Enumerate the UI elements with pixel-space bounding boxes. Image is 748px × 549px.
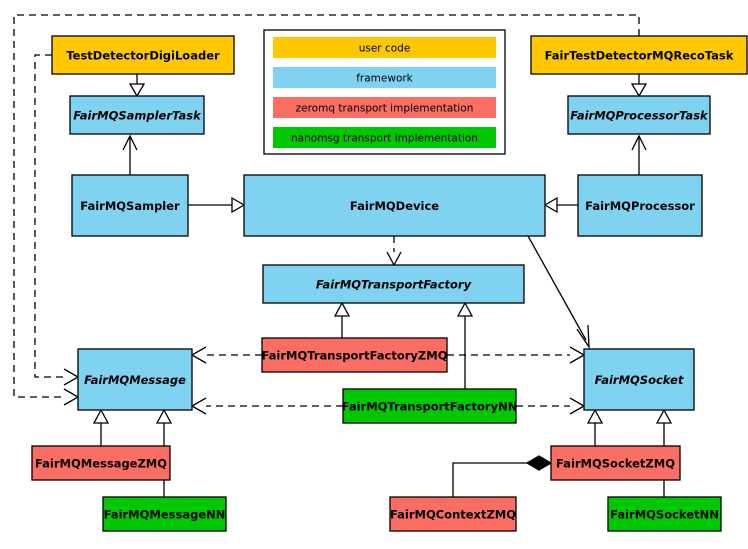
class-node-box	[583, 348, 695, 411]
legend-item-3: nanomsg transport implementation	[273, 127, 496, 148]
edge-tfzmq-to-transportfactory	[333, 301, 351, 338]
class-node-TestDetectorDigiLoader[interactable]: TestDetectorDigiLoader	[51, 35, 235, 75]
class-node-box	[389, 496, 517, 532]
class-node-FairMQProcessorTask[interactable]: FairMQProcessorTask	[567, 95, 711, 135]
legend-item-2: zeromq transport implementation	[273, 97, 496, 118]
legend-item-1: framework	[273, 67, 496, 88]
class-node-label: FairMQTransportFactoryNN	[342, 400, 518, 414]
class-node-FairMQSampler[interactable]: FairMQSampler	[71, 174, 189, 237]
edge-contextzmq-to-socketzmq	[452, 455, 553, 497]
legend-item-label: nanomsg transport implementation	[291, 133, 478, 145]
class-node-FairMQSocket[interactable]: FairMQSocket	[583, 348, 695, 411]
class-node-box	[71, 174, 189, 237]
edge-processor-to-processortask	[631, 134, 647, 175]
class-node-label: FairMQTransportFactory	[316, 278, 472, 292]
class-node-box	[262, 264, 525, 304]
class-node-label: FairMQMessageNN	[104, 508, 226, 522]
edge-device-to-socket	[527, 235, 590, 350]
class-node-label: FairMQProcessor	[585, 199, 695, 213]
class-node-FairMQSocketZMQ[interactable]: FairMQSocketZMQ	[550, 445, 681, 481]
class-node-box	[77, 348, 193, 411]
class-node-FairMQSamplerTask[interactable]: FairMQSamplerTask	[69, 95, 205, 135]
class-node-box	[261, 337, 448, 373]
edge-processor-to-device	[543, 196, 578, 214]
class-node-FairMQMessageNN[interactable]: FairMQMessageNN	[102, 496, 227, 532]
class-node-box	[530, 35, 748, 75]
legend-swatch	[273, 67, 496, 88]
legend-item-label: user code	[359, 43, 411, 55]
class-node-box	[51, 35, 235, 75]
legend-swatch	[273, 97, 496, 118]
legend-swatch	[273, 127, 496, 148]
class-node-label: FairMQSamplerTask	[73, 109, 202, 123]
legend-item-label: framework	[356, 73, 413, 85]
class-node-FairMQSocketNN[interactable]: FairMQSocketNN	[607, 496, 722, 532]
edge-messagezmq-to-message	[92, 408, 110, 446]
class-node-label: FairMQSocketNN	[610, 508, 719, 522]
class-node-FairMQMessageZMQ[interactable]: FairMQMessageZMQ	[31, 445, 171, 481]
legend-item-0: user code	[273, 37, 496, 58]
edge-tfnn-to-transportfactory	[456, 301, 474, 389]
class-node-label: FairMQContextZMQ	[390, 508, 516, 522]
edge-digiloader-to-samplertask	[128, 74, 146, 98]
class-node-FairMQTransportFactoryNN[interactable]: FairMQTransportFactoryNN	[342, 388, 518, 424]
class-node-box	[567, 95, 711, 135]
class-node-FairMQMessage[interactable]: FairMQMessage	[77, 348, 193, 411]
class-node-label: FairMQMessageZMQ	[35, 457, 167, 471]
class-node-box	[342, 388, 517, 424]
class-node-box	[31, 445, 171, 481]
class-node-label: FairMQSocket	[595, 373, 684, 387]
class-node-box	[550, 445, 681, 481]
class-node-FairMQProcessor[interactable]: FairMQProcessor	[577, 174, 703, 237]
class-node-label: FairMQProcessorTask	[570, 109, 709, 123]
class-node-box	[102, 496, 227, 532]
legend-swatch	[273, 37, 496, 58]
class-node-box	[69, 95, 205, 135]
class-node-label: TestDetectorDigiLoader	[66, 49, 220, 63]
class-node-label: FairTestDetectorMQRecoTask	[545, 49, 734, 63]
edge-socketzmq-to-socket	[586, 408, 604, 446]
class-node-box	[607, 496, 722, 532]
class-node-box	[577, 174, 703, 237]
class-node-FairMQTransportFactory[interactable]: FairMQTransportFactory	[262, 264, 525, 304]
class-node-FairMQContextZMQ[interactable]: FairMQContextZMQ	[389, 496, 517, 532]
class-node-FairMQDevice[interactable]: FairMQDevice	[243, 174, 546, 237]
class-node-box	[243, 174, 546, 237]
legend-item-label: zeromq transport implementation	[296, 103, 474, 115]
class-node-label: FairMQDevice	[350, 199, 439, 213]
class-node-label: FairMQSocketZMQ	[556, 457, 675, 471]
edge-recotask-to-processortask	[630, 74, 648, 98]
class-node-FairTestDetectorMQRecoTask[interactable]: FairTestDetectorMQRecoTask	[530, 35, 748, 75]
class-node-FairMQTransportFactoryZMQ[interactable]: FairMQTransportFactoryZMQ	[261, 337, 448, 373]
edge-sampler-to-device	[188, 196, 246, 214]
class-node-label: FairMQMessage	[84, 373, 186, 387]
edge-sampler-to-samplertask	[122, 134, 138, 175]
class-node-label: FairMQTransportFactoryZMQ	[261, 349, 447, 363]
class-node-label: FairMQSampler	[80, 199, 180, 213]
